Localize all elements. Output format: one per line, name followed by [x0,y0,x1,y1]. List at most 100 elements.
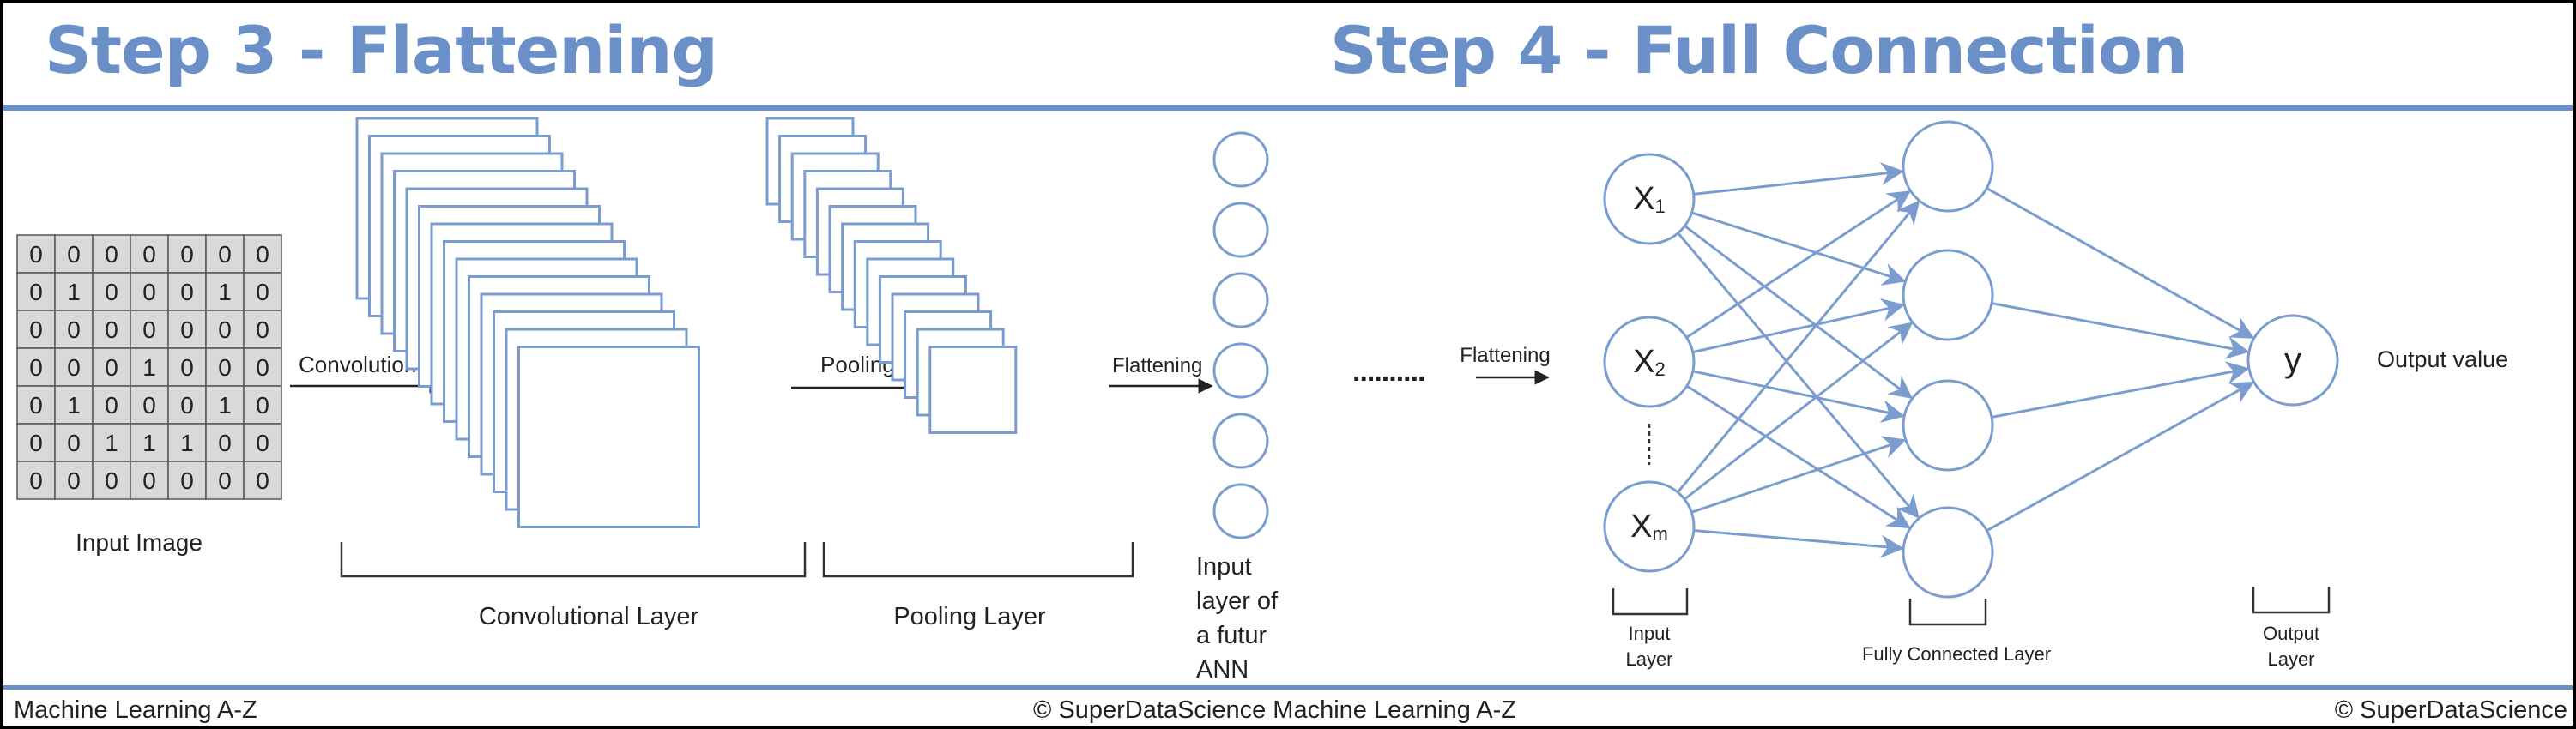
output-value-label: Output value [2377,346,2508,372]
ann-label-line: layer of [1196,587,1279,615]
flattened-node [1212,342,1269,399]
ann-label-line: Input [1196,553,1252,581]
input-node-label: X1 [1633,181,1666,217]
matrix-cell [54,385,94,425]
matrix-cell-value: 0 [29,241,43,268]
matrix-cell [205,272,245,311]
matrix-cell-value: 0 [218,316,232,343]
matrix-cell-value: 0 [142,279,156,305]
flattening-label-right: Flattening [1460,344,1550,367]
connection-edge [1693,528,1904,558]
matrix-cell-value: 0 [180,316,194,343]
connection-edge [1986,187,2255,339]
pool-layer-label: Pooling Layer [893,603,1046,630]
flattened-node [1212,272,1269,328]
matrix-cell [54,423,94,462]
connection-edge [1686,384,1911,529]
matrix-cell-value: 0 [29,392,43,419]
full-connection-title: Step 4 - Full Connection [1330,12,2188,88]
flattened-node [1212,413,1269,469]
matrix-cell-value: 0 [105,392,118,419]
matrix-cell-value: 1 [142,430,156,456]
matrix-cell-value: 0 [29,279,43,305]
input-node-label: Xm [1630,509,1668,545]
pool-layer-bracket [822,542,1134,578]
matrix-cell [54,461,94,500]
matrix-cell-value: 0 [67,241,81,268]
hidden-node [1902,249,1994,341]
flattened-node [1212,131,1269,188]
matrix-cell-value: 0 [67,354,81,381]
connection-edge [1677,232,1920,519]
matrix-cell-value: 0 [256,241,269,268]
hidden-layer-bracket [1908,599,1987,626]
matrix-cell-value: 0 [142,316,156,343]
matrix-cell-value: 0 [105,316,118,343]
matrix-cell [167,234,207,274]
matrix-cell [54,234,94,274]
matrix-cell-value: 1 [142,354,156,381]
matrix-cell-value: 1 [67,392,81,419]
matrix-cell [130,347,169,387]
input-layer-label: Input [1629,623,1671,644]
matrix-cell-value: 0 [256,430,269,456]
matrix-cell-value: 0 [218,354,232,381]
conv-feature-map [517,346,700,528]
input-node-label: X2 [1633,344,1666,380]
matrix-cell-value: 0 [29,354,43,381]
input-node-subscript: 2 [1655,358,1666,380]
matrix-cell [167,347,207,387]
matrix-cell-value: 1 [218,392,232,419]
connection-edge [1685,190,1912,339]
matrix-cell [92,461,131,500]
matrix-cell-value: 0 [256,354,269,381]
matrix-cell-value: 0 [142,467,156,494]
matrix-cell-value: 1 [180,430,194,456]
matrix-cell [205,234,245,274]
flattened-node [1212,483,1269,539]
connection-edge [1692,298,1905,354]
connection-edge [1690,436,1907,514]
matrix-cell [243,423,282,462]
matrix-cell-value: 0 [105,279,118,305]
matrix-cell [167,461,207,500]
connection-edge [1677,200,1920,493]
output-layer-label: Output [2263,623,2319,644]
matrix-cell [167,423,207,462]
input-node-symbol: X [1630,509,1652,545]
matrix-cell-value: 0 [67,430,81,456]
title-divider [3,105,2573,111]
input-node-subscript: 1 [1655,196,1666,217]
input-node-symbol: X [1633,181,1654,217]
matrix-cell [243,310,282,349]
output-layer-bracket [2252,587,2331,614]
matrix-cell [16,461,56,500]
connection-edge [1684,322,1914,501]
output-node-label: y [2284,341,2301,379]
matrix-cell [54,347,94,387]
matrix-cell-value: 1 [218,279,232,305]
matrix-cell-value: 0 [218,467,232,494]
matrix-cell-value: 1 [105,430,118,456]
input-node [1603,153,1696,245]
matrix-cell-value: 1 [67,279,81,305]
matrix-cell-value: 0 [218,430,232,456]
matrix-cell-value: 0 [29,430,43,456]
matrix-cell-value: 0 [256,467,269,494]
pooled-feature-maps [765,117,1018,434]
matrix-cell [243,385,282,425]
connection-edge [1691,211,1907,286]
input-node-subscript: m [1653,523,1668,545]
matrix-cell [16,347,56,387]
matrix-cell [16,385,56,425]
matrix-cell-value: 0 [180,279,194,305]
matrix-cell [243,347,282,387]
footer-center: © SuperDataScience Machine Learning A-Z [1033,696,1517,724]
matrix-cell-value: 0 [67,316,81,343]
output-node [2246,314,2339,407]
conv-layer-bracket [340,542,807,578]
matrix-cell-value: 0 [105,467,118,494]
